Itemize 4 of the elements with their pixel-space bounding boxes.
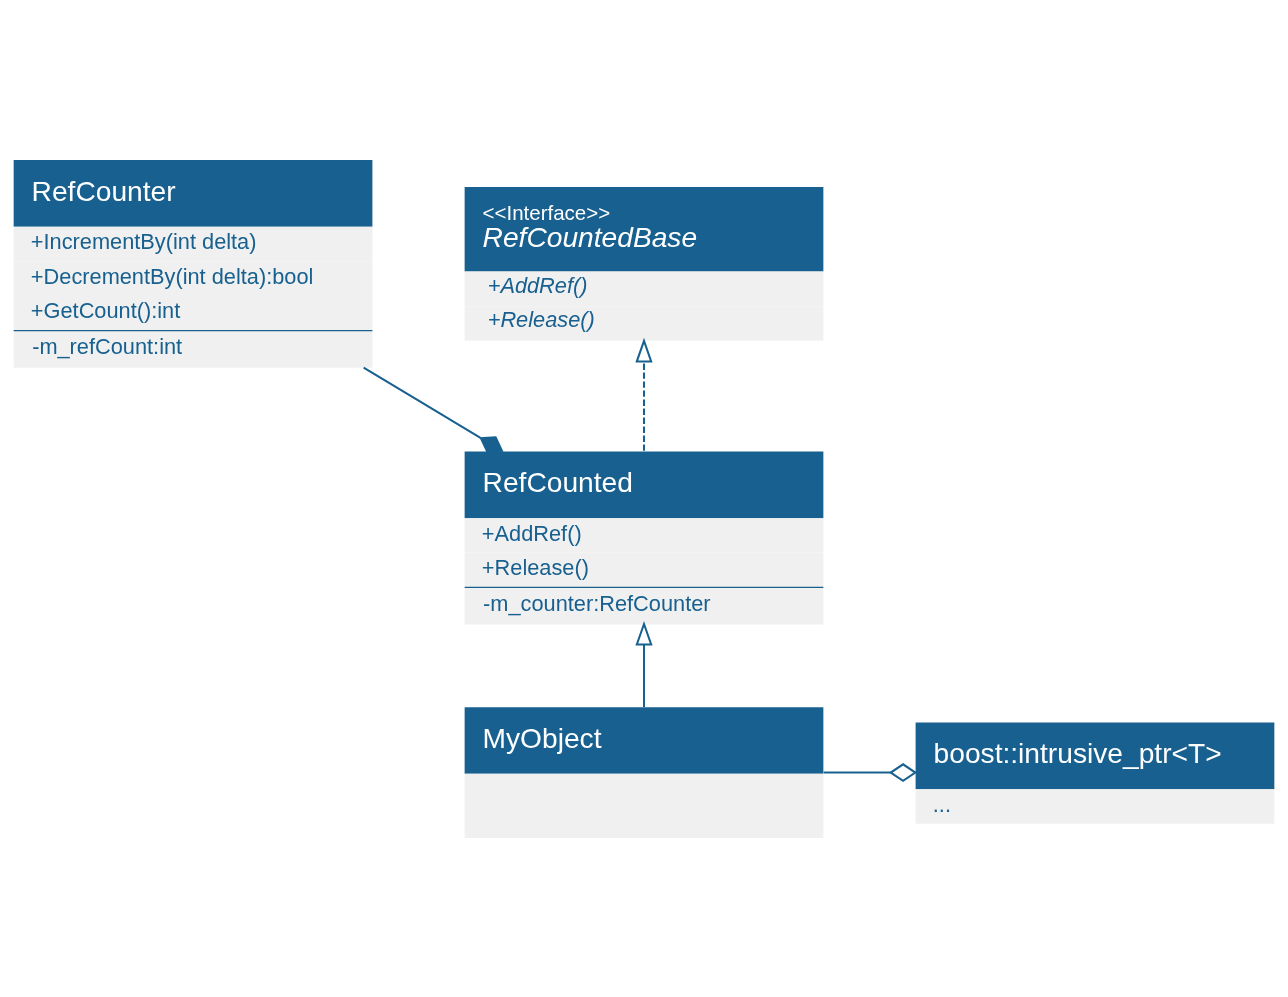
arrow: [635, 620, 653, 707]
arrow: [635, 337, 653, 451]
connector: [363, 366, 504, 453]
connector: [823, 762, 918, 782]
